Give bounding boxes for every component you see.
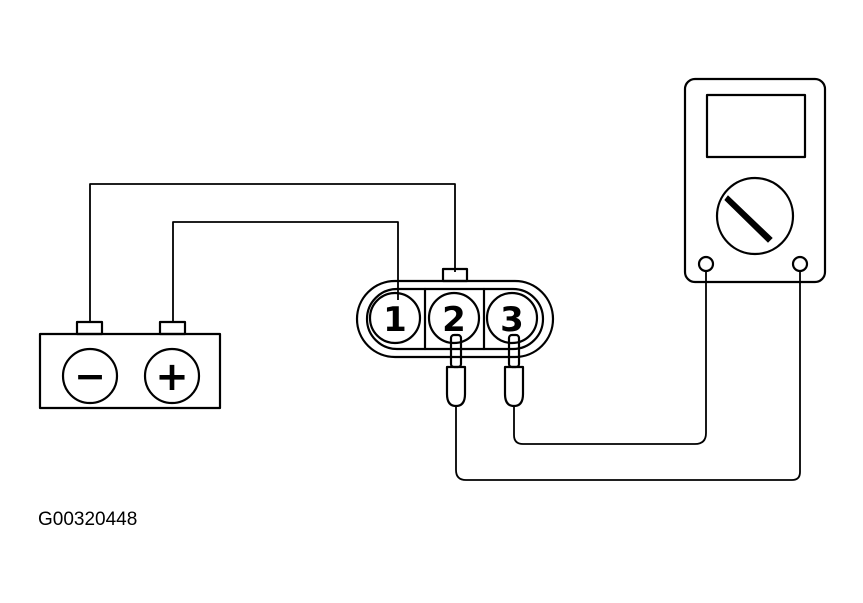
multimeter (683, 77, 827, 284)
battery-negative-terminal (75, 320, 104, 336)
multimeter-dial (715, 176, 795, 256)
connector: 1 2 3 (355, 267, 555, 359)
wire-battery-positive-to-pin-1 (172, 221, 399, 322)
pin-1-label: 1 (383, 300, 407, 340)
battery-positive-terminal (158, 320, 187, 336)
multimeter-needle (724, 195, 773, 243)
connector-pin-1 (368, 291, 422, 345)
connector-lock-tab (441, 267, 469, 283)
pin-2-label: 2 (442, 300, 466, 340)
battery-positive-circle (143, 347, 201, 405)
battery-positive-symbol: + (155, 354, 189, 400)
test-probe-pin-3 (503, 333, 525, 408)
wire-battery-negative-to-pin-2 (89, 183, 456, 322)
probe-handle (503, 365, 525, 408)
connector-pin-2 (427, 291, 481, 345)
connector-inner-body (365, 287, 545, 351)
battery-negative-circle (61, 347, 119, 405)
pin-3-label: 3 (500, 300, 524, 340)
multimeter-display (705, 93, 807, 159)
multimeter-jack-right (791, 255, 809, 273)
multimeter-body (683, 77, 827, 284)
multimeter-jack-left (697, 255, 715, 273)
figure-id: G00320448 (38, 509, 138, 530)
battery-negative-symbol: − (74, 354, 106, 398)
probe-handle (445, 365, 467, 408)
test-probe-pin-2 (445, 333, 467, 408)
connector-pin-3 (485, 291, 539, 345)
battery: − + (38, 320, 222, 410)
wire-probe-pin-3-to-meter (513, 270, 707, 445)
wire-probe-pin-2-to-meter (455, 270, 801, 481)
battery-case (38, 332, 222, 410)
